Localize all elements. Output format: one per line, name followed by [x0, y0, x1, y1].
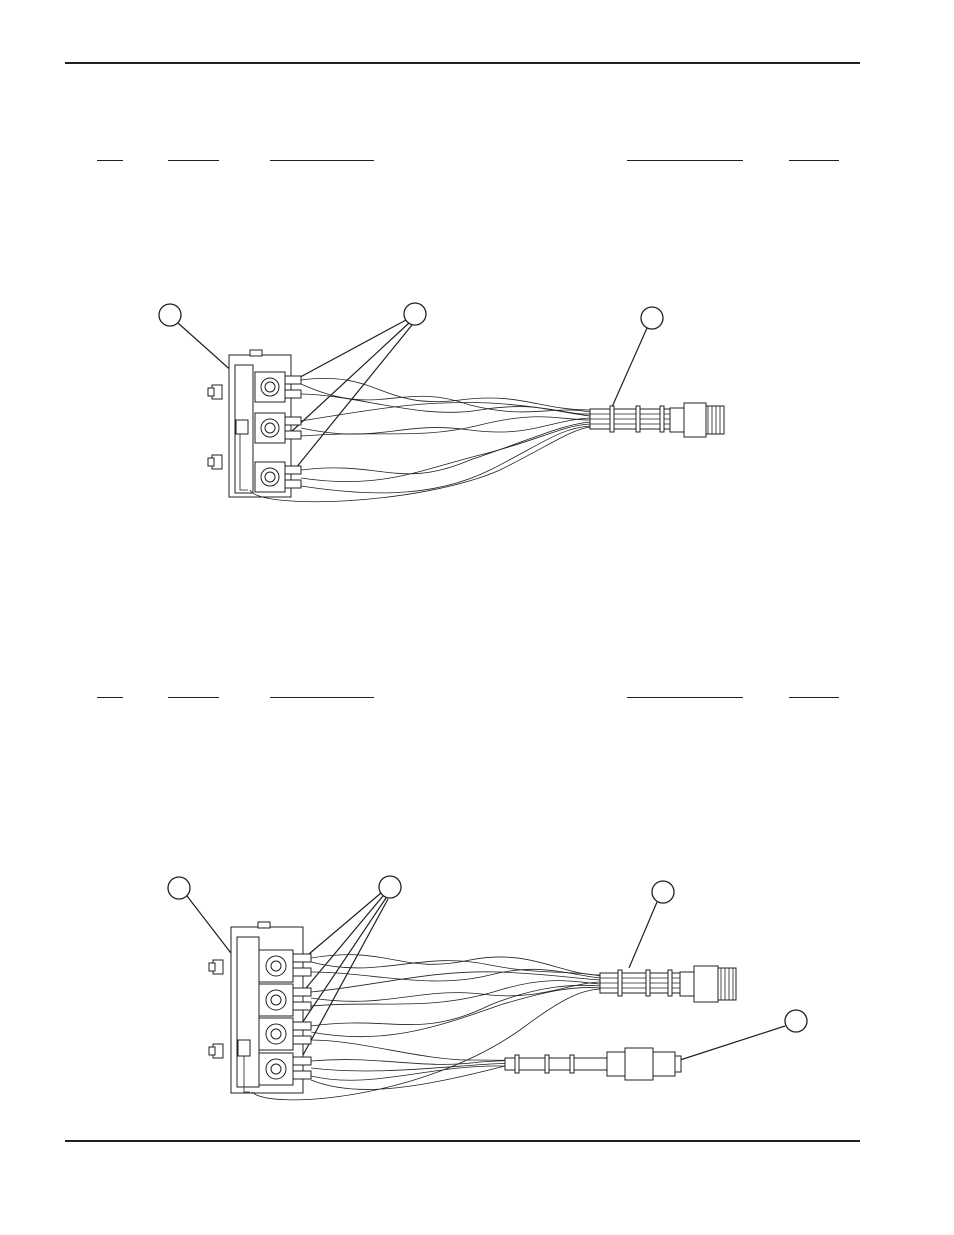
callout-1 — [158, 303, 182, 327]
secondary-cable — [504, 1054, 608, 1074]
secondary-connector — [606, 1047, 682, 1081]
callout-3 — [640, 306, 664, 330]
header-underline-description — [270, 160, 374, 161]
header-underline-qty — [789, 160, 839, 161]
bottom-rule — [65, 1140, 860, 1142]
wire-harness — [249, 378, 591, 503]
leader-line — [295, 892, 389, 1069]
cable-bundle — [599, 969, 681, 997]
header-underline-designator — [627, 697, 743, 698]
solenoid-valve — [254, 371, 302, 403]
solenoid-valve — [258, 1017, 312, 1051]
leader-line — [628, 901, 658, 969]
header-underline-qty — [789, 697, 839, 698]
solenoid-valve — [254, 412, 302, 444]
callout-2 — [403, 302, 427, 326]
leader-line — [611, 327, 648, 408]
header-underline-item — [97, 697, 123, 698]
header-underline-part-number — [168, 160, 219, 161]
callout-3 — [651, 880, 675, 904]
top-rule — [65, 62, 860, 64]
solenoid-valve — [254, 461, 302, 493]
cable-bundle — [589, 405, 671, 433]
callout-2 — [378, 875, 402, 899]
callout-1 — [167, 876, 191, 900]
callout-4 — [784, 1009, 808, 1033]
header-underline-part-number — [168, 697, 219, 698]
solenoid-valve — [258, 983, 312, 1017]
leader-line — [679, 1025, 786, 1061]
circular-connector — [669, 402, 725, 438]
figure-1-assembly — [158, 302, 725, 503]
header-underline-designator — [627, 160, 743, 161]
figure-2-assembly — [167, 875, 808, 1101]
header-underline-description — [270, 697, 374, 698]
solenoid-valve — [258, 949, 312, 983]
leader-line — [290, 319, 413, 475]
solenoid-valve — [258, 1052, 312, 1086]
header-underline-item — [97, 160, 123, 161]
circular-connector — [679, 965, 737, 1003]
